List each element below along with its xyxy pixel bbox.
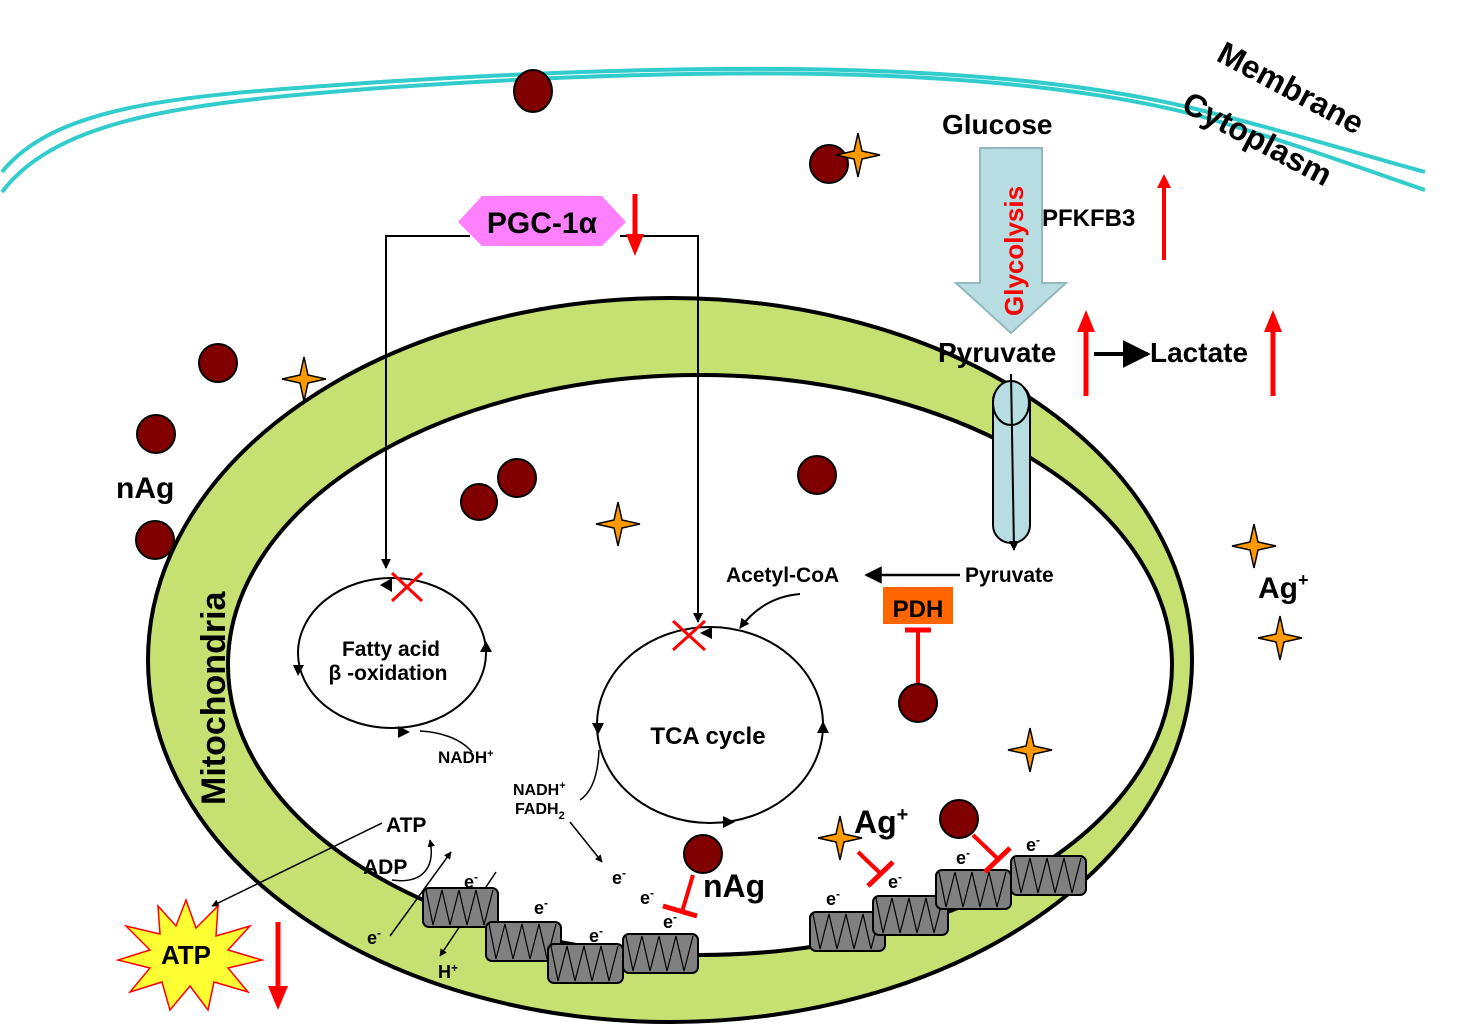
electron-transport-chain: [422, 855, 1087, 984]
acetyl-coa-label: Acetyl-CoA: [726, 564, 839, 587]
silver-ion-star-icon: [835, 132, 881, 178]
nanoparticle-icon: [809, 144, 849, 184]
nanoparticle-icon: [198, 343, 238, 383]
nag-outside-label: nAg: [116, 472, 174, 505]
silver-nanoparticles: [135, 69, 979, 874]
silver-ion-star-icon: [817, 815, 863, 861]
pyruvate-transporter: [992, 373, 1031, 551]
atp-burst-label: ATP: [161, 940, 211, 970]
etc-complex: [1010, 855, 1087, 896]
mitochondria-label: Mitochondria: [195, 590, 233, 805]
electron-label: e-: [888, 870, 902, 892]
silver-ion-star-icon: [595, 501, 641, 547]
acetylcoa-to-tca-arrow: [739, 593, 801, 629]
tca-blocked-x-icon: [671, 619, 707, 652]
silver-ion-star-icon: [1231, 523, 1277, 569]
mitochondrion: [146, 296, 1194, 1024]
pgc1a-box: [458, 196, 626, 246]
nadh-fatty-acid-label: NADH+: [438, 748, 494, 767]
tca-cycle: [579, 626, 829, 828]
nanoparticle-icon: [460, 483, 498, 521]
nanoparticle-icon: [513, 69, 553, 113]
atp-burst: [115, 897, 265, 1012]
etc-complex: [547, 943, 624, 984]
ag-ion-etc-inhibition: [856, 850, 895, 888]
ag-ion-inside-label: Ag+: [854, 804, 908, 840]
atp-down-arrow: [268, 922, 288, 1010]
electron-label: e-: [826, 887, 840, 909]
silver-ion-star-icon: [1007, 727, 1053, 773]
nanoparticle-icon: [135, 520, 175, 560]
electron-labels: e-e-e-e-e-e-e-e-e-e-e-: [367, 833, 1040, 948]
fatty-acid-label-line2: β -oxidation: [329, 662, 448, 685]
nanoparticle-etc-inhibition: [971, 833, 1012, 874]
electron-label: e-: [663, 910, 677, 932]
nanoparticle-icon: [136, 414, 176, 454]
etc-complex: [485, 921, 562, 962]
nadh-tca-label: NADH+: [513, 780, 566, 799]
pdh-box: [883, 587, 953, 624]
nanoparticle-icon: [898, 683, 938, 723]
electron-flow-arrow: [389, 851, 452, 937]
electron-label: e-: [589, 924, 603, 946]
pgc1a-down-arrow: [626, 194, 644, 256]
atp-small-label: ATP: [386, 814, 426, 837]
lactate-label: Lactate: [1150, 337, 1248, 368]
nanoparticle-icon: [497, 458, 537, 498]
silver-ion-star-icon: [1257, 615, 1303, 661]
electron-label: e-: [464, 870, 478, 892]
atp-export-arrow: [211, 822, 383, 907]
pyruvate-up-arrow: [1077, 310, 1095, 396]
nadh-to-electron-arrow: [569, 821, 603, 863]
glucose-label: Glucose: [942, 109, 1052, 140]
adp-to-atp-arrow: [391, 839, 435, 882]
pfkfb3-up-arrow: [1157, 174, 1171, 260]
nag-etc-inhibition: [662, 874, 698, 919]
glycolysis-arrow: [953, 147, 1069, 335]
pyruvate-cytoplasm-label: Pyruvate: [938, 337, 1056, 368]
etc-complex: [809, 911, 886, 952]
electron-label: e-: [367, 926, 381, 948]
fatty-acid-blocked-x-icon: [390, 571, 424, 603]
pgc1a-pathway-lines: [381, 235, 703, 623]
electron-label: e-: [1026, 833, 1040, 855]
pdh-label: PDH: [893, 596, 944, 623]
lactate-up-arrow: [1264, 310, 1282, 396]
electron-label: e-: [956, 846, 970, 868]
pfkfb3-label: PFKFB3: [1042, 205, 1135, 232]
etc-complex: [872, 895, 949, 936]
glycolysis-label: Glycolysis: [999, 186, 1029, 316]
silver-ions: [281, 132, 1303, 861]
tca-label: TCA cycle: [650, 723, 765, 750]
electron-label: e-: [640, 886, 654, 908]
fatty-acid-cycle: [293, 577, 492, 753]
fatty-acid-label-line1: Fatty acid: [342, 638, 440, 661]
etc-complex: [935, 869, 1012, 910]
pgc1a-label: PGC-1α: [487, 207, 598, 240]
pyruvate-mitochondria-label: Pyruvate: [965, 564, 1054, 587]
electron-label: e-: [612, 866, 626, 888]
h-plus-label: H+: [438, 961, 458, 982]
fadh2-label: FADH2: [515, 801, 565, 822]
etc-complex: [422, 887, 499, 928]
ag-ion-outside-label: Ag+: [1258, 570, 1309, 605]
nanoparticle-icon: [939, 799, 979, 839]
nanoparticle-icon: [683, 834, 723, 874]
etc-complex: [622, 933, 699, 974]
nag-etc-label: nAg: [703, 868, 765, 904]
electron-label: e-: [534, 896, 548, 918]
silver-ion-star-icon: [281, 356, 327, 402]
nanoparticle-icon: [797, 455, 837, 495]
pdh-inhibition: [905, 627, 931, 686]
adp-label: ADP: [363, 856, 407, 879]
cell-membrane: [0, 66, 1426, 194]
